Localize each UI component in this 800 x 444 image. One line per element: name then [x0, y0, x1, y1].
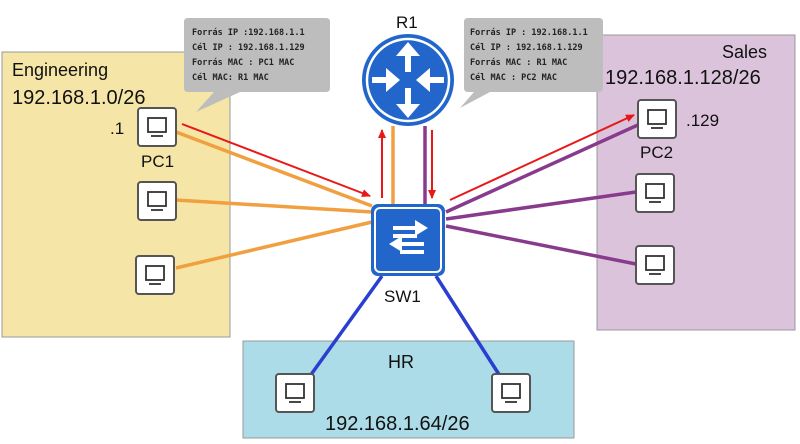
link-pc-sales2-sw1 [445, 190, 637, 221]
pc-hr-1-icon [275, 373, 315, 413]
callout-right-line-1: Forrás IP : 192.168.1.1 [470, 28, 588, 38]
link-pc-eng3-sw1 [175, 220, 373, 270]
hr-zone-name: HR [388, 352, 414, 372]
frame-arrow-sw1-to-pc2 [449, 114, 635, 201]
pc-sales-3-icon [635, 245, 675, 285]
switch-label: SW1 [384, 287, 421, 306]
link-pc2-sw1 [445, 122, 641, 214]
pc2-icon [637, 99, 677, 139]
callout-left-line-4: Cél MAC: R1 MAC [192, 72, 269, 83]
frame-arrow-pc1-to-sw1 [181, 123, 371, 197]
pc-sales-2-icon [635, 173, 675, 213]
pc1-host: .1 [110, 119, 124, 138]
pc1-icon [137, 107, 177, 147]
engineering-zone [1, 51, 231, 338]
hr-zone-subnet: 192.168.1.64/26 [325, 413, 470, 435]
pc-eng-3-icon [135, 255, 175, 295]
callout-left-line-2: Cél IP : 192.168.1.129 [192, 42, 305, 53]
link-pc-hr2-sw1 [434, 275, 502, 377]
switch-icon [371, 204, 445, 276]
callout-right-line-3: Forrás MAC : R1 MAC [470, 58, 567, 68]
pc1-label: PC1 [141, 152, 174, 171]
link-pc-hr1-sw1 [308, 274, 384, 378]
pc-hr-2-icon [491, 373, 531, 413]
engineering-zone-subnet: 192.168.1.0/26 [12, 87, 145, 109]
callout-left-line-1: Forrás IP :192.168.1.1 [192, 28, 305, 38]
link-pc-sales3-sw1 [445, 224, 637, 266]
callout-right: Forrás IP : 192.168.1.1 Cél IP : 192.168… [460, 18, 603, 108]
callout-right-line-2: Cél IP : 192.168.1.129 [470, 42, 583, 53]
router-label: R1 [396, 13, 418, 32]
sales-zone [596, 34, 796, 331]
sales-zone-name: Sales [722, 42, 767, 62]
link-pc1-sw1 [175, 130, 373, 208]
sales-zone-subnet: 192.168.1.128/26 [605, 67, 761, 89]
callout-right-line-4: Cél MAC : PC2 MAC [470, 72, 557, 83]
link-pc-eng2-sw1 [175, 198, 373, 214]
router-icon [362, 34, 454, 126]
pc-eng-2-icon [137, 181, 177, 221]
engineering-zone-name: Engineering [12, 60, 108, 80]
pc2-label: PC2 [640, 143, 673, 162]
callout-left-line-3: Forrás MAC : PC1 MAC [192, 58, 294, 68]
pc2-host: .129 [686, 111, 719, 130]
callout-left: Forrás IP :192.168.1.1 Cél IP : 192.168.… [184, 18, 330, 112]
